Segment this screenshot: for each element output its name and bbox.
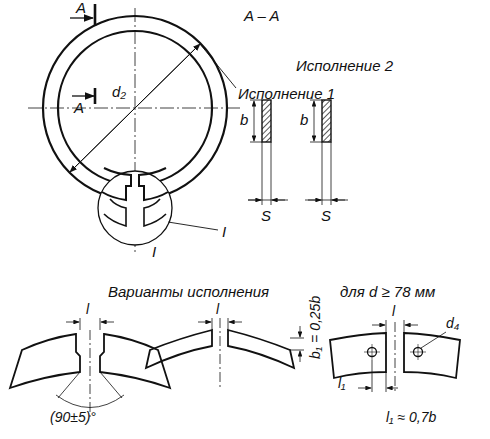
- section-title: Варианты исполнения: [108, 284, 269, 301]
- variant-label: Исполнение 2: [296, 58, 393, 75]
- dimension-label: S: [321, 208, 331, 225]
- detail-mark: I: [152, 244, 156, 261]
- dimension-label: b: [240, 112, 248, 129]
- dimension-label: l: [86, 302, 89, 317]
- dimension-label: b₁ = 0,25b: [308, 296, 323, 359]
- section-title: A – A: [244, 8, 280, 25]
- note-label: для d ≥ 78 мм: [340, 284, 435, 301]
- dimension-label: S: [261, 208, 271, 225]
- detail-mark: I: [222, 224, 226, 241]
- dimension-label: d₄: [446, 316, 459, 331]
- variant-label: Исполнение 1: [238, 86, 335, 103]
- dimension-label: b: [300, 112, 308, 129]
- dimension-label: l: [392, 304, 395, 319]
- dimension-label: l₁ ≈ 0,7b: [386, 410, 436, 425]
- dimension-label: d₂: [112, 84, 126, 101]
- section-mark: A: [74, 100, 84, 117]
- dimension-label: (90±5)°: [50, 410, 96, 425]
- dimension-label: l₁: [338, 376, 346, 391]
- dimension-label: l: [216, 302, 219, 317]
- section-mark: A: [76, 0, 86, 17]
